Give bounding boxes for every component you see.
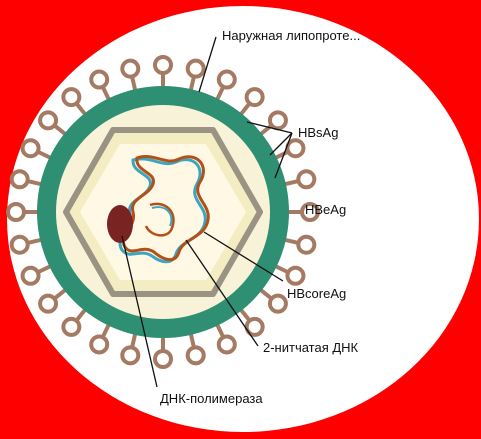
spike-head	[287, 268, 303, 284]
spike-head	[298, 171, 314, 187]
label-outer-envelope: Наружная липопроте...	[222, 28, 360, 43]
spike-head	[91, 72, 107, 88]
spike-head	[122, 61, 138, 77]
spike-head	[63, 89, 79, 105]
spike-head	[8, 204, 24, 220]
spike-head	[122, 347, 138, 363]
spike-head	[219, 72, 235, 88]
spike-head	[287, 140, 303, 156]
spike-head	[23, 268, 39, 284]
label-hbsag: HBsAg	[298, 125, 338, 140]
spike-head	[12, 237, 28, 253]
spike-head	[91, 336, 107, 352]
spike-head	[188, 347, 204, 363]
spike-head	[23, 140, 39, 156]
spike-head	[63, 319, 79, 335]
spike-head	[155, 351, 171, 367]
spike-head	[40, 296, 56, 312]
spike-head	[219, 336, 235, 352]
spike-head	[155, 57, 171, 73]
spike-head	[270, 296, 286, 312]
spike-head	[12, 171, 28, 187]
dna-polymerase-blob	[107, 205, 133, 243]
spike-head	[188, 61, 204, 77]
label-polymerase: ДНК-полимераза	[160, 391, 263, 406]
label-hbcoreag: HBcoreAg	[287, 286, 346, 301]
label-hbeag: HBeAg	[305, 202, 346, 217]
spike-head	[270, 112, 286, 128]
label-dna: 2-нитчатая ДНК	[263, 340, 359, 355]
spike-head	[247, 89, 263, 105]
spike-head	[40, 112, 56, 128]
spike-head	[298, 237, 314, 253]
